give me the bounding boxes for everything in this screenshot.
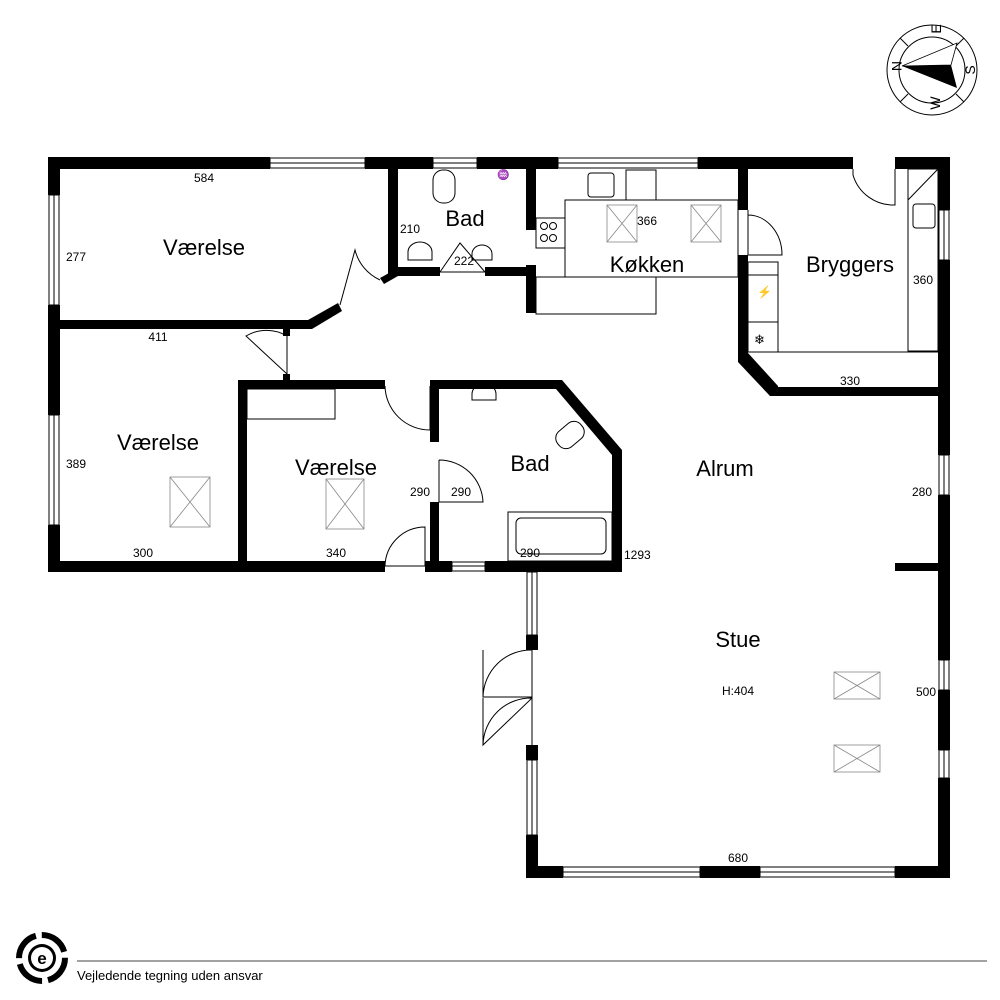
compass-rose: N E S W xyxy=(886,24,978,116)
svg-text:290: 290 xyxy=(451,485,471,499)
svg-text:366: 366 xyxy=(637,214,657,228)
svg-text:680: 680 xyxy=(728,851,748,865)
svg-text:411: 411 xyxy=(148,330,167,344)
dimension-labels: 584 277 210 222 366 360 411 330 389 300 … xyxy=(66,171,936,865)
svg-text:222: 222 xyxy=(454,254,474,268)
shower-icon: ♒ xyxy=(497,168,509,181)
fixtures: ♒ ⚡ ❄ xyxy=(169,168,939,773)
ceiling-light-icon xyxy=(833,671,881,700)
room-label-bad: Bad xyxy=(510,451,549,476)
svg-text:584: 584 xyxy=(194,171,214,185)
svg-text:290: 290 xyxy=(410,485,430,499)
svg-text:280: 280 xyxy=(912,485,932,499)
svg-text:H:404: H:404 xyxy=(722,684,754,698)
svg-text:277: 277 xyxy=(66,250,86,264)
compass-north-label: N xyxy=(889,61,905,71)
svg-text:290: 290 xyxy=(520,546,540,560)
windows xyxy=(48,157,950,878)
svg-text:e: e xyxy=(37,949,46,968)
room-label-vaerelse: Værelse xyxy=(163,235,245,260)
freezer-icon: ❄ xyxy=(754,332,765,347)
doors xyxy=(245,169,896,747)
ceiling-light-icon xyxy=(606,204,638,243)
room-label-alrum: Alrum xyxy=(696,456,753,481)
footer-disclaimer: Vejledende tegning uden ansvar xyxy=(77,968,263,983)
walls xyxy=(48,157,950,878)
toilet-icon xyxy=(432,169,456,204)
svg-text:210: 210 xyxy=(400,222,420,236)
room-label-bad: Bad xyxy=(445,206,484,231)
toilet-icon xyxy=(555,420,585,450)
room-label-koekken: Køkken xyxy=(610,252,685,277)
ceiling-light-icon xyxy=(690,204,722,243)
sink-icon xyxy=(471,383,497,401)
svg-text:389: 389 xyxy=(66,457,86,471)
sink-icon xyxy=(471,244,493,261)
svg-text:340: 340 xyxy=(326,546,346,560)
footer-logo: e xyxy=(16,932,68,984)
compass-east-label: E xyxy=(928,24,944,33)
ceiling-light-icon xyxy=(325,478,365,530)
svg-text:500: 500 xyxy=(916,685,936,699)
ceiling-light-icon xyxy=(833,744,881,773)
washer-icon: ⚡ xyxy=(757,285,772,299)
sink-icon xyxy=(407,241,433,261)
svg-text:330: 330 xyxy=(840,374,860,388)
compass-west-label: W xyxy=(927,96,943,110)
room-label-bryggers: Bryggers xyxy=(806,252,894,277)
svg-text:360: 360 xyxy=(913,273,933,287)
svg-text:300: 300 xyxy=(133,546,153,560)
bathtub-icon xyxy=(515,517,607,555)
svg-text:1293: 1293 xyxy=(624,548,651,562)
compass-south-label: S xyxy=(962,65,978,74)
room-label-vaerelse: Værelse xyxy=(295,455,377,480)
ceiling-light-icon xyxy=(169,476,211,528)
room-label-vaerelse: Værelse xyxy=(117,430,199,455)
kitchen-sink-icon xyxy=(587,172,615,198)
room-label-stue: Stue xyxy=(715,627,760,652)
